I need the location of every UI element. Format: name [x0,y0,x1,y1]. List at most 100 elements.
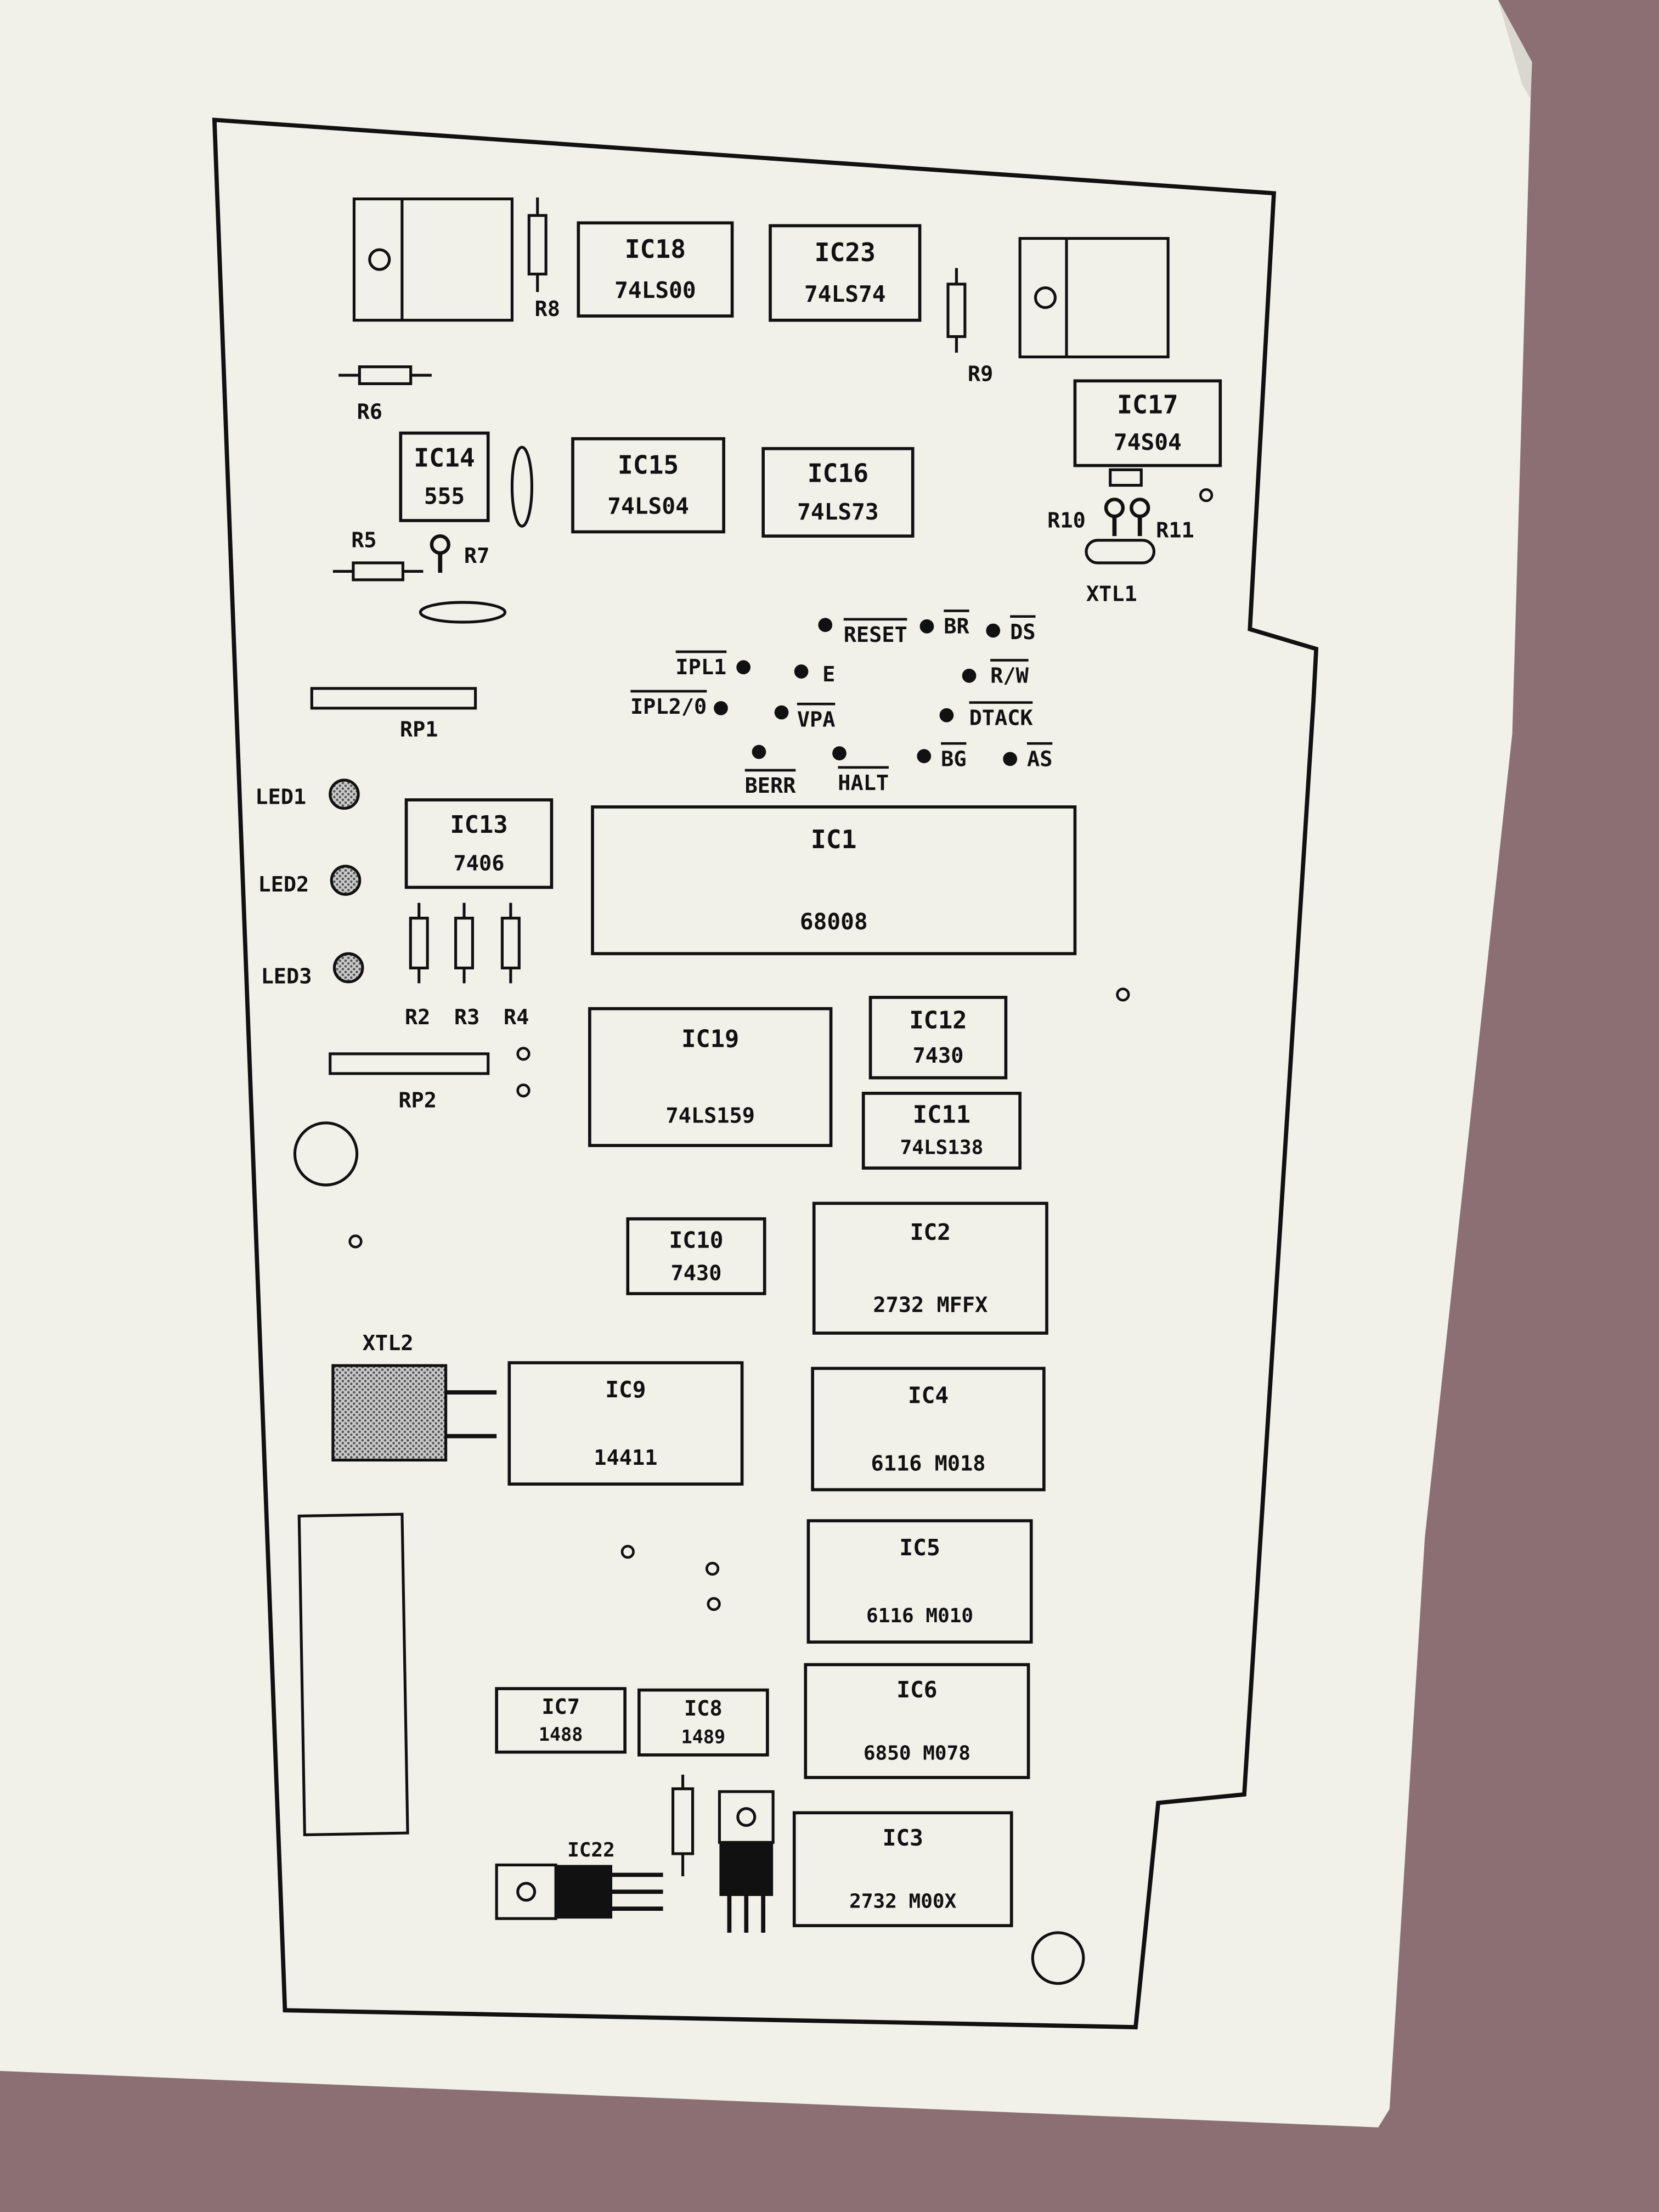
as-signal-label: AS [1027,747,1052,771]
paper-fold-shadow [1498,0,1532,99]
ipl20-test-point [714,701,728,715]
ic16-ref-label: IC16 [808,459,868,488]
reset-test-point [818,618,833,632]
ic15-part-label: 74LS04 [607,493,689,519]
ic15-chip [571,437,725,534]
r9-label: R9 [968,362,993,386]
ic1-part-label: 68008 [800,909,868,935]
ipl1-signal-label: IPL1 [675,655,726,680]
ic14-ref-label: IC14 [414,443,475,472]
ic1-ref-label: IC1 [811,825,857,854]
r2-label: R2 [405,1005,430,1030]
vertical-regulator [718,1790,775,1933]
ic10-ref-label: IC10 [669,1227,723,1253]
ic22-label: IC22 [567,1839,615,1861]
dtack-test-point [939,708,954,723]
berr-test-point [752,744,766,759]
r3-resistor [454,902,475,984]
ic17-ref-label: IC17 [1117,390,1178,420]
ic7-chip [495,1687,627,1754]
mounting-hole-bottom-right [1031,1931,1085,1985]
ic18-chip [577,221,734,318]
ic13-ref-label: IC13 [450,811,507,839]
ic23-ref-label: IC23 [815,238,876,267]
paper-sheet [0,0,1532,2128]
rp2-label: RP2 [398,1088,437,1113]
ic16-chip [761,447,915,538]
ic5-chip [806,1519,1033,1644]
ic6-chip [804,1663,1030,1779]
e-signal-label: E [822,662,835,687]
halt-test-point [832,746,847,760]
ic7-part-label: 1488 [539,1724,583,1745]
capacitor-oval-vertical [510,445,533,528]
ic4-chip [811,1367,1046,1492]
bg-signal-label: BG [941,747,966,771]
r11-trimmer [1130,498,1150,537]
bg-test-point [917,749,932,764]
led3-led [332,952,364,984]
rw-test-point [962,668,977,683]
rw-signal-label: R/W [990,664,1029,689]
led2-label: LED2 [258,872,309,897]
xtl2-label: XTL2 [363,1331,414,1356]
vpa-test-point [774,705,789,720]
ic5-part-label: 6116 M010 [866,1605,973,1627]
r2-resistor [409,902,429,984]
led1-led [329,778,360,810]
rp1-label: RP1 [400,717,438,742]
r3-label: R3 [454,1005,479,1030]
board-outline [212,117,1319,2030]
top-right-transistor [1018,237,1170,359]
ic10-part-label: 7430 [671,1261,722,1285]
regulator-resistor [672,1774,695,1877]
ic13-chip [404,798,554,889]
ic17-chip [1073,379,1222,467]
berr-signal-label: BERR [745,774,797,798]
ic8-part-label: 1489 [681,1726,725,1747]
r4-label: R4 [504,1005,529,1030]
led2-led [330,865,362,896]
ic2-ref-label: IC2 [910,1219,951,1245]
ic1-chip [591,805,1077,956]
ipl20-signal-label: IPL2/0 [630,695,707,719]
xtl2-crystal [331,1364,448,1462]
ic7-ref-label: IC7 [541,1695,580,1719]
led1-label: LED1 [255,785,306,810]
ic5-ref-label: IC5 [899,1534,940,1561]
ic4-part-label: 6116 M018 [871,1451,986,1476]
r11-label: R11 [1156,518,1194,543]
ic8-chip [637,1688,769,1757]
dtack-signal-label: DTACK [969,706,1034,731]
ic23-chip [769,224,922,322]
ic3-chip [792,1811,1013,1927]
ic13-part-label: 7406 [454,851,505,876]
ic4-ref-label: IC4 [908,1382,949,1408]
ic12-ref-label: IC12 [909,1006,967,1034]
ic22-regulator [495,1863,663,1920]
r6-resistor [338,365,432,385]
xtl1-pad [1109,468,1143,487]
e-test-point [794,664,809,679]
r4-resistor [500,902,521,984]
ic9-part-label: 14411 [594,1446,657,1470]
ic9-ref-label: IC9 [605,1376,646,1403]
br-test-point [919,619,934,634]
ic23-part-label: 74LS74 [804,281,886,307]
r7-trimmer [430,534,450,573]
r5-label: R5 [351,528,376,553]
ic10-chip [626,1217,766,1295]
mounting-hole-left [293,1121,359,1187]
r5-resistor [332,561,424,582]
r10-trimmer [1104,498,1125,537]
ic3-ref-label: IC3 [883,1825,923,1851]
ic15-ref-label: IC15 [618,450,679,479]
xtl1-label: XTL1 [1086,582,1137,606]
ic12-chip [868,996,1008,1080]
ds-signal-label: DS [1010,620,1035,645]
top-left-transistor [352,198,514,322]
rp2-pack [329,1052,490,1075]
ic17-part-label: 74S04 [1114,429,1182,455]
